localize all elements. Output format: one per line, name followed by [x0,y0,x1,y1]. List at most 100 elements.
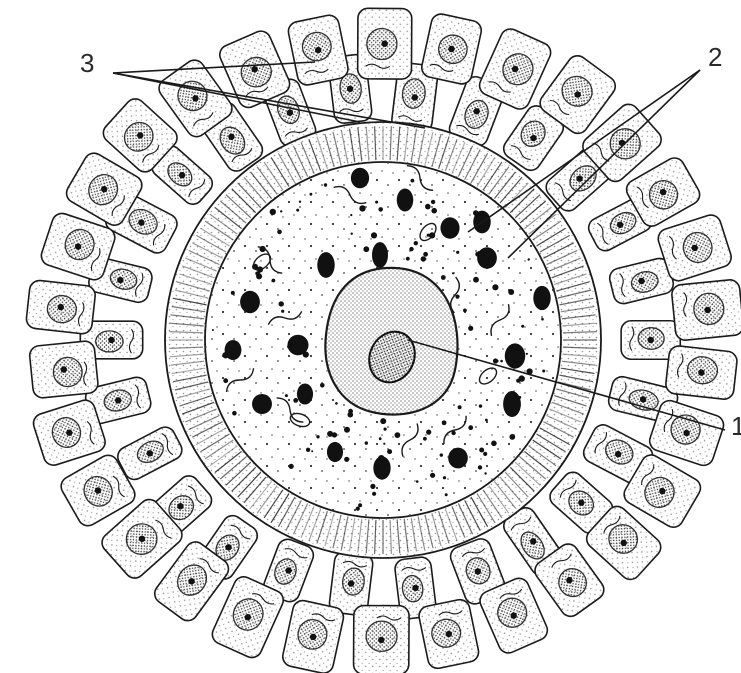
cytoplasm-dot [426,430,431,435]
yolk-granule [351,168,369,189]
cytoplasm-dot [509,434,515,440]
cytoplasm-dot [463,309,467,313]
follicle-cell [665,345,738,400]
yolk-granule [440,217,459,238]
yolk-granule [533,286,550,310]
cytoplasm-dot [528,258,530,260]
cytoplasm-dot [293,398,298,403]
cytoplasm-dot [423,437,427,441]
cytoplasm-dot [380,418,386,424]
cytoplasm-dot [479,404,482,407]
cytoplasm-dot [508,289,514,295]
follicle-cell [417,598,480,670]
cytoplasm-dot [280,210,282,212]
yolk-granule [503,391,521,417]
cytoplasm-dot [384,428,387,431]
cytoplasm-dot [409,247,413,251]
cytoplasm-dot [468,425,473,430]
cytoplasm-dot [484,472,486,474]
cytoplasm-dot [441,275,446,280]
cytoplasm-dot [443,476,446,479]
cytoplasm-dot [456,251,459,254]
cytoplasm-dot [395,432,401,438]
cytoplasm-dot [359,205,365,211]
cytoplasm-dot [423,252,428,257]
yolk-granule [297,383,313,404]
cytoplasm-dot [492,284,498,290]
cytoplasm-dot [327,431,333,437]
cytoplasm-dot [383,253,385,255]
cytoplasm-dot [350,214,352,216]
cytoplasm-dot [344,427,350,433]
yolk-granule [317,252,334,278]
cytoplasm-dot [222,352,228,358]
cytoplasm-dot [431,208,437,214]
follicle-cell [671,279,741,341]
cytoplasm-dot [542,370,545,373]
cytoplasm-dot [365,441,368,444]
cytoplasm-dot [479,448,484,453]
cytoplasm-dot [375,201,378,204]
yolk-granule [327,442,343,462]
cytoplasm-dot [356,507,360,511]
cytoplasm-dot [279,301,284,306]
cytoplasm-dot [370,484,375,489]
yolk-granule [448,448,468,469]
cytoplasm-dot [358,503,362,507]
cytoplasm-dot [270,209,276,215]
yolk-granule [240,291,260,313]
cytoplasm-dot [277,230,282,235]
yolk-granule [252,394,272,414]
label-1: 1 [731,413,741,439]
cytoplasm-dot [324,183,327,186]
cytoplasm-dot [442,420,447,425]
cytoplasm-dot [485,419,488,422]
cytoplasm-dot [477,251,482,256]
cytoplasm-dot [468,326,473,331]
cytoplasm-dot [440,453,443,456]
cytoplasm-dot [473,210,479,216]
cytoplasm-dot [299,201,301,203]
cytoplasm-dot [516,379,520,383]
label-3: 3 [80,50,94,76]
cytoplasm-dot [296,209,299,212]
cytoplasm-dot [281,310,284,313]
cytoplasm-dot [378,207,383,212]
cytoplasm-dot [483,452,487,456]
cytoplasm-dot [430,473,435,478]
cytoplasm-dot [285,394,288,397]
follicle-cell [353,605,409,673]
cytoplasm-dot [363,246,369,252]
cytoplasm-dot [303,352,309,358]
cytoplasm-dot [289,464,294,469]
cytoplasm-dot [383,443,385,445]
cytoplasm-dot [335,402,338,405]
cytoplasm-dot [287,345,291,349]
cytoplasm-dot [379,437,382,440]
cytoplasm-dot [398,199,403,204]
cytoplasm-dot [411,179,415,183]
yolk-granule [505,343,525,368]
cytoplasm-dot [272,279,276,283]
follicle-cell [25,279,96,334]
cytoplasm-dot [406,257,410,261]
cytoplasm-dot [375,470,378,473]
cytoplasm-dot [223,378,228,383]
cytoplasm-dot [387,449,392,454]
cytoplasm-dot [541,318,544,321]
cytoplasm-dot [431,200,435,204]
cytoplasm-dot [212,329,214,331]
cytoplasm-dot [232,411,237,416]
follicle-cell [287,13,350,86]
cytoplasm-dot [421,256,426,261]
cytoplasm-dot [416,480,419,483]
cytoplasm-dot [378,455,384,461]
cytoplasm-dot [518,396,521,399]
cytoplasm-dot [310,193,313,196]
cytoplasm-dot [455,295,459,299]
cytoplasm-dot [316,435,319,438]
follicle-cell [29,340,99,398]
yolk-granule [372,242,388,268]
cytoplasm-dot [306,448,310,452]
